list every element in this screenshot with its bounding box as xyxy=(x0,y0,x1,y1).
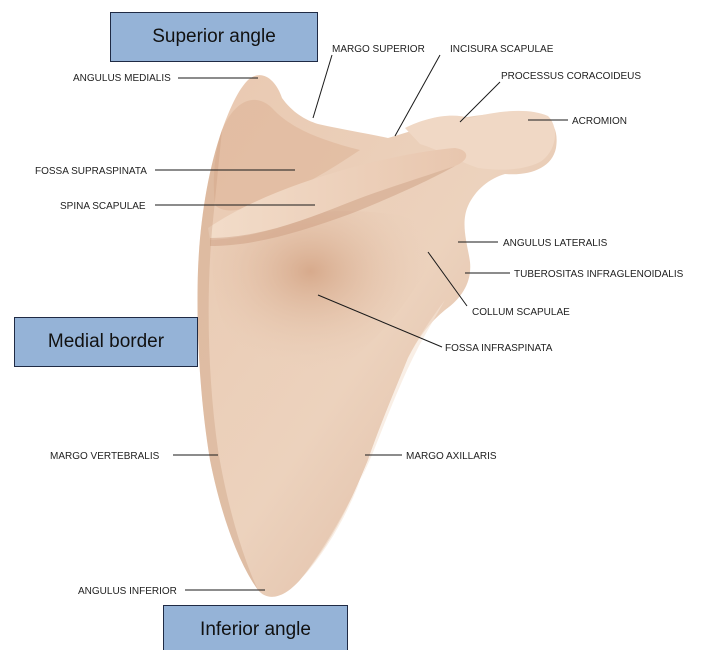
label-angulus-lateralis: ANGULUS LATERALIS xyxy=(503,238,608,249)
callout-inferior-angle: Inferior angle xyxy=(163,605,348,650)
label-processus-coracoideus: PROCESSUS CORACOIDEUS xyxy=(501,71,641,82)
callout-medial-border: Medial border xyxy=(14,317,198,367)
label-tuberositas-infraglenoidalis: TUBEROSITAS INFRAGLENOIDALIS xyxy=(514,269,684,280)
label-acromion: ACROMION xyxy=(572,116,627,127)
callout-superior-angle: Superior angle xyxy=(110,12,318,62)
label-spina-scapulae: SPINA SCAPULAE xyxy=(60,201,146,212)
label-margo-vertebralis: MARGO VERTEBRALIS xyxy=(50,451,160,462)
label-margo-axillaris: MARGO AXILLARIS xyxy=(406,451,497,462)
label-fossa-supraspinata: FOSSA SUPRASPINATA xyxy=(35,166,147,177)
label-collum-scapulae: COLLUM SCAPULAE xyxy=(472,307,570,318)
label-angulus-medialis: ANGULUS MEDIALIS xyxy=(73,73,171,84)
label-margo-superior: MARGO SUPERIOR xyxy=(332,44,425,55)
label-incisura-scapulae: INCISURA SCAPULAE xyxy=(450,44,554,55)
label-angulus-inferior: ANGULUS INFERIOR xyxy=(78,586,177,597)
label-fossa-infraspinata: FOSSA INFRASPINATA xyxy=(445,343,553,354)
